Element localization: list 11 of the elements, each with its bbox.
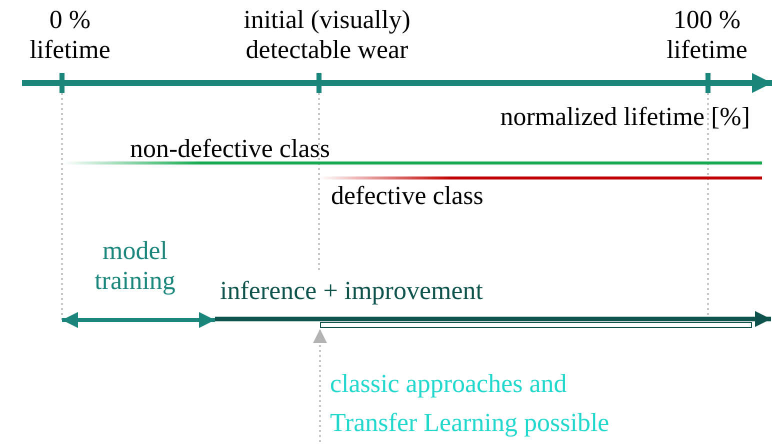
- pointer-arrow: [313, 329, 327, 442]
- label-text: defective class: [331, 181, 484, 211]
- note-text: classic approaches and Transfer Learning possible: [330, 368, 610, 439]
- label-text: 100 % lifetime: [666, 5, 748, 65]
- label-text: non-defective class: [130, 134, 331, 164]
- label-text: 0 % lifetime: [28, 5, 112, 65]
- label-text: normalized lifetime [%]: [499, 102, 750, 132]
- double-line-bar: [320, 322, 752, 328]
- label-text: initial (visually) detectable wear: [242, 5, 412, 65]
- label-text: inference + improvement: [220, 276, 484, 306]
- label-text: model training: [94, 236, 176, 296]
